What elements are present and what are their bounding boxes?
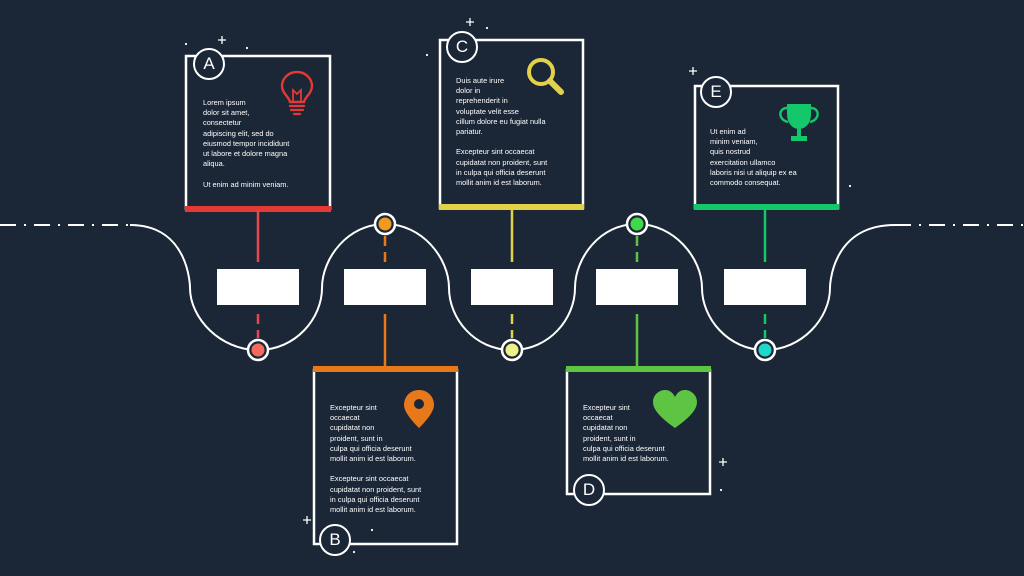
- timeline-node-dot: [630, 217, 644, 231]
- timeline-node-dot: [378, 217, 392, 231]
- step-c: [438, 38, 585, 362]
- step-letter: B: [319, 524, 351, 556]
- step-color-bar: [439, 204, 584, 210]
- step-description: Excepteur sint occaecat cupidatat non pr…: [583, 403, 669, 464]
- step-description: Lorem ipsum dolor sit amet, consectetur …: [203, 98, 290, 189]
- sparkle-icon: [485, 26, 489, 30]
- step-letter: E: [700, 76, 732, 108]
- step-color-bar: [566, 366, 711, 372]
- sparkle-icon: [425, 53, 429, 57]
- heart-icon: [653, 390, 697, 428]
- step-description: Ut enim ad minim veniam, quis nostrud ex…: [710, 127, 797, 188]
- step-e: [693, 84, 840, 362]
- step-letter: D: [573, 474, 605, 506]
- sparkle-icon: [719, 488, 723, 492]
- sparkle-icon: [303, 516, 311, 524]
- sparkle-icon: [352, 550, 356, 554]
- magnifier-icon: [527, 58, 564, 95]
- step-description: Excepteur sint occaecat cupidatat non pr…: [330, 403, 422, 515]
- timeline-node-dot: [505, 343, 519, 357]
- step-label-box: [471, 269, 553, 305]
- sparkle-icon: [184, 42, 188, 46]
- trophy-icon: [779, 104, 819, 141]
- step-label-box: [217, 269, 299, 305]
- step-d: [565, 212, 712, 496]
- step-color-bar: [313, 366, 458, 372]
- sparkle-icon: [719, 458, 727, 466]
- sparkle-icon: [370, 528, 374, 532]
- step-label-box: [596, 269, 678, 305]
- step-label-box: [724, 269, 806, 305]
- step-letter: C: [446, 31, 478, 63]
- timeline-node-dot: [251, 343, 265, 357]
- step-b: [312, 212, 459, 546]
- step-label-box: [344, 269, 426, 305]
- map-pin-icon: [404, 390, 434, 428]
- step-a: [184, 54, 332, 362]
- lightbulb-icon: [280, 70, 314, 116]
- timeline-node-dot: [758, 343, 772, 357]
- sparkle-icon: [689, 67, 697, 75]
- sparkle-icon: [466, 18, 474, 26]
- sparkle-icon: [218, 36, 226, 44]
- step-color-bar: [694, 204, 839, 210]
- sparkle-icon: [848, 184, 852, 188]
- step-color-bar: [185, 206, 331, 212]
- step-description: Duis aute irure dolor in reprehenderit i…: [456, 76, 548, 188]
- sparkle-icon: [245, 46, 249, 50]
- step-letter: A: [193, 48, 225, 80]
